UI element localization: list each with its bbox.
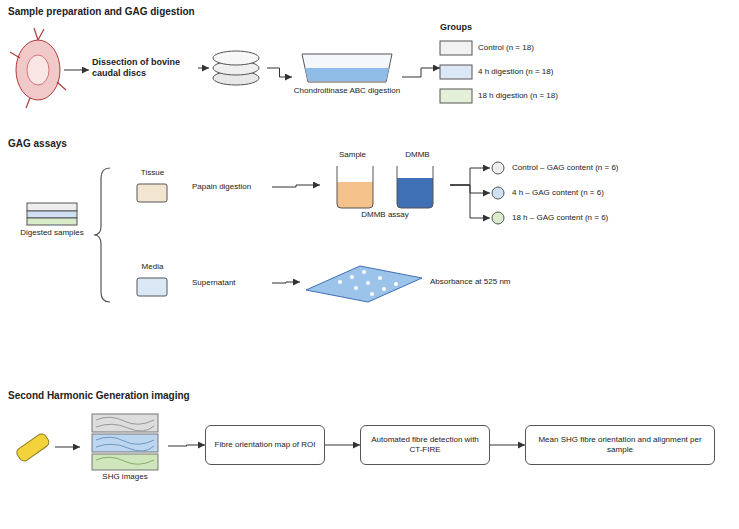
step-arrow (64, 70, 89, 71)
node-text: 4 h digestion (n = 18) (478, 67, 640, 77)
node-text: DMMB assay (320, 210, 450, 220)
sample-icon (27, 203, 77, 225)
group-item: Control (n = 18) (440, 38, 640, 58)
node-text: Media (125, 262, 180, 272)
sample-tube (15, 432, 51, 463)
node-text: Automated fibre detection with CT-FIRE (369, 435, 481, 455)
connector-arrow (402, 68, 440, 77)
connector-arrow (168, 445, 205, 446)
section-heading: Sample preparation and GAG digestion (8, 6, 195, 17)
group-item: 4 h digestion (n = 18) (440, 62, 640, 82)
connector-arrow (272, 185, 320, 187)
brace (94, 168, 110, 302)
result-icons (492, 162, 504, 224)
connector-arrow (267, 68, 292, 77)
process-box: Mean SHG fibre orientation and alignment… (525, 425, 715, 465)
tissue-icon (137, 184, 167, 202)
connector-arrow (490, 445, 525, 446)
node-text: Fibre orientation map of ROI (214, 440, 316, 450)
sample-node: Digested samples (12, 198, 92, 238)
media-icon (137, 278, 167, 296)
shg-image-stack (92, 414, 158, 470)
process-box: Automated fibre detection with CT-FIRE (360, 425, 490, 465)
node-text: Mean SHG fibre orientation and alignment… (534, 435, 706, 455)
beakers (337, 166, 433, 208)
node-text: Supernatant (192, 278, 272, 288)
result-item: 4 h – GAG content (n = 6) (490, 185, 720, 201)
tissue-node: Tissue (125, 168, 180, 206)
node-text: Tissue (125, 168, 180, 178)
step-arrow (198, 68, 209, 69)
plate-reader-node: Absorbance at 525 nm (300, 262, 540, 302)
group-panel: GroupsControl (n = 18) 4 h digestion (n =… (440, 22, 640, 114)
node-text: Control (n = 18) (478, 43, 640, 53)
connector-arrow (272, 282, 300, 283)
section-heading: GAG assays (8, 138, 67, 149)
digestion-dish (302, 54, 392, 82)
node-text: Control – GAG content (n = 6) (512, 163, 720, 173)
process-box: Fibre orientation map of ROI (205, 425, 325, 465)
connector-arrow (450, 168, 490, 185)
step-arrow (55, 447, 80, 448)
image-stack-node: SHG images (82, 410, 168, 482)
tissue-illustration (10, 28, 66, 108)
connector-arrow (450, 185, 490, 218)
group-item: 18 h digestion (n = 18) (440, 86, 640, 106)
node-text: Dissection of bovine caudal discs (92, 57, 197, 80)
section-stack (213, 51, 259, 85)
connector-arrow (325, 445, 360, 446)
node-text: DMMB (385, 150, 450, 160)
step-label: Dissection of bovine caudal discs (92, 46, 267, 90)
node-text: Papain digestion (192, 182, 272, 192)
result-item: Control – GAG content (n = 6) (490, 160, 720, 176)
node-text: Groups (440, 22, 640, 33)
node-text: 18 h digestion (n = 18) (478, 91, 640, 101)
node-text: Sample (320, 150, 385, 160)
node-text: Digested samples (12, 228, 92, 238)
group-icons (440, 41, 472, 103)
result-item: 18 h – GAG content (n = 6) (490, 210, 720, 226)
step-label: Papain digestion (192, 180, 272, 194)
step-label: Supernatant (192, 276, 272, 290)
media-node: Media (125, 262, 180, 300)
node-text: 18 h – GAG content (n = 6) (512, 213, 720, 223)
well-plate (306, 266, 422, 302)
node-text: SHG images (82, 472, 168, 482)
assay-node: SampleDMMB DMMB assay (320, 150, 450, 220)
dish-step: Chondroitinase ABC digestion (292, 46, 402, 108)
section-heading: Second Harmonic Generation imaging (8, 390, 190, 401)
node-text: 4 h – GAG content (n = 6) (512, 188, 720, 198)
node-text: Chondroitinase ABC digestion (292, 86, 402, 96)
node-text: Absorbance at 525 nm (430, 277, 540, 287)
